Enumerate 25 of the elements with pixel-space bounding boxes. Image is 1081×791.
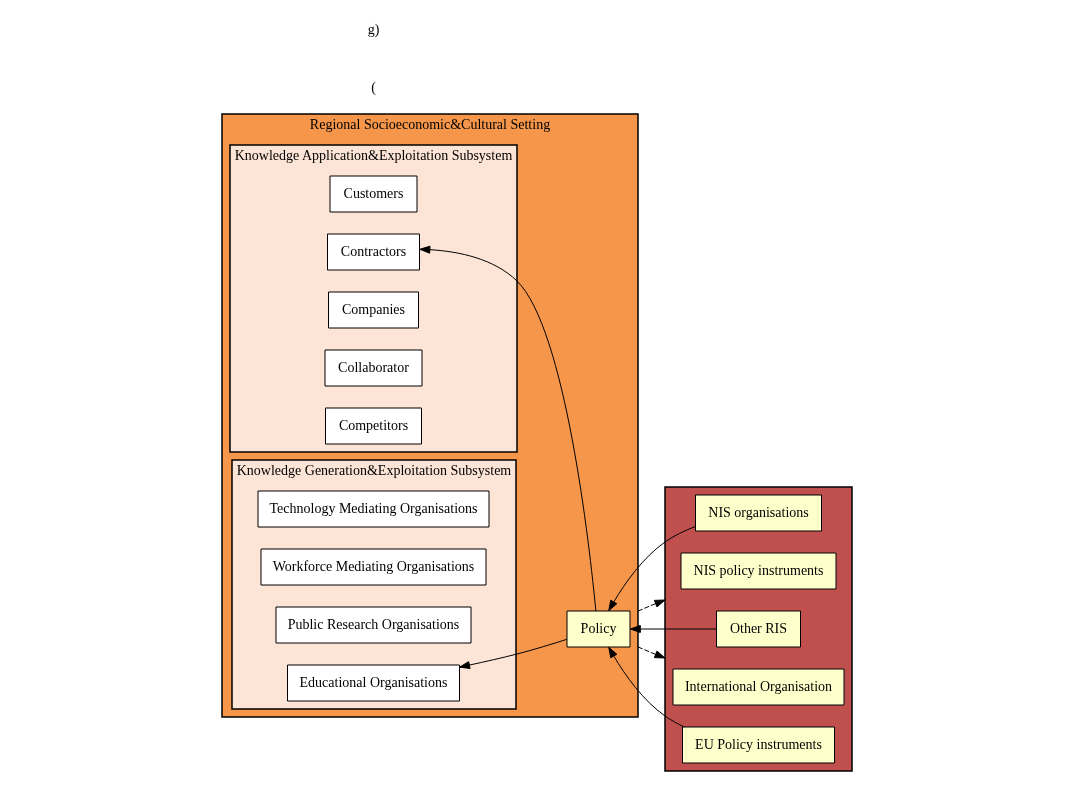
arrow: [418, 245, 596, 612]
node-box: Collaborator: [324, 349, 422, 387]
node-box: NIS organisations: [694, 494, 822, 532]
label: g): [367, 21, 379, 37]
node-box: Policy: [566, 610, 630, 648]
label: (: [370, 79, 376, 95]
cluster: [663, 486, 853, 772]
arrow: [637, 599, 665, 612]
arrow: [607, 646, 685, 728]
node-box: Educational Organisations: [286, 664, 460, 702]
node-box: EU Policy instruments: [681, 726, 835, 764]
arrow: [637, 646, 665, 659]
node-box: Companies: [327, 291, 419, 329]
arrow: [458, 638, 567, 669]
arrow: [607, 526, 696, 612]
node-box: Technology Mediating Organisations: [257, 490, 489, 528]
node-box: NIS policy instruments: [680, 552, 836, 590]
node-box: Customers: [329, 175, 417, 213]
node-box: Contractors: [326, 233, 420, 271]
node-box: Workforce Mediating Organisations: [260, 548, 486, 586]
arrow: [629, 625, 717, 633]
node-box: Public Research Organisations: [275, 606, 471, 644]
node-box: Other RIS: [715, 610, 801, 648]
node-box: International Organisation: [672, 668, 844, 706]
node-box: Competitors: [324, 407, 422, 445]
